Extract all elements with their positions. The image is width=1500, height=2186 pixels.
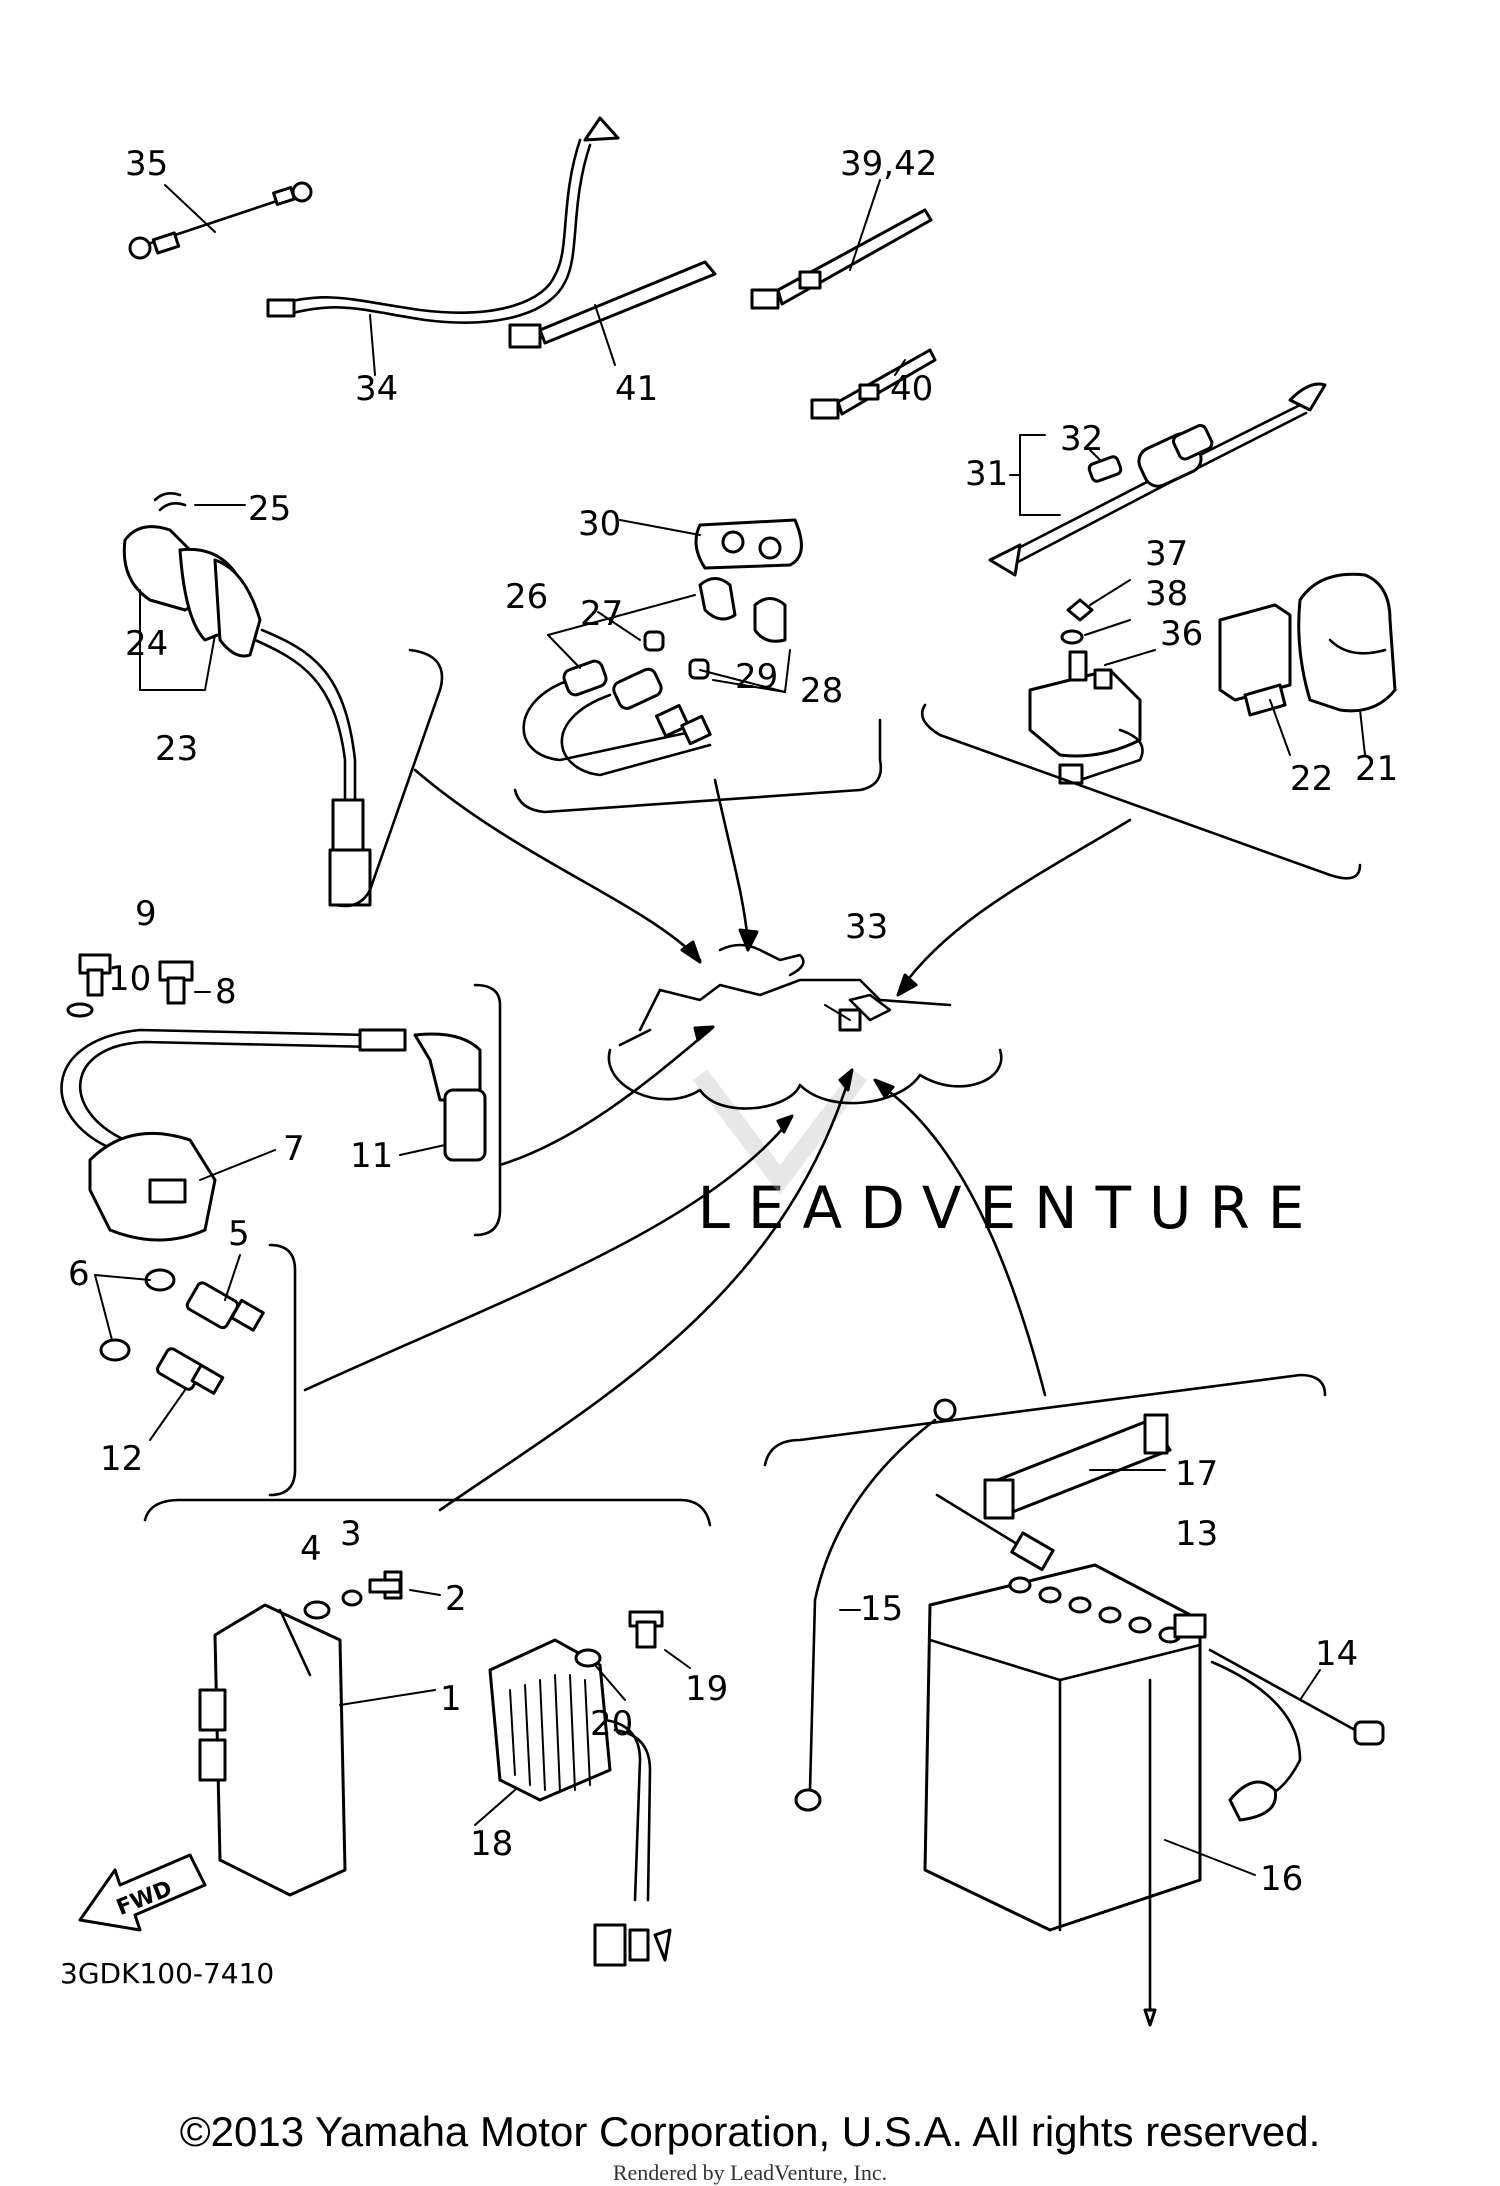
callout-3: 3: [340, 1514, 362, 1554]
callout-15: 15: [860, 1589, 903, 1629]
callout-6: 6: [68, 1254, 90, 1294]
part-6-washer: [99, 1338, 131, 1362]
callout-25: 25: [248, 489, 291, 529]
callout-2: 2: [445, 1579, 467, 1619]
callout-14: 14: [1315, 1634, 1358, 1674]
part-21-cover: [1297, 572, 1397, 713]
callout-24: 24: [125, 624, 168, 664]
callout-40: 40: [890, 369, 933, 409]
part-17-strap: [983, 1413, 1172, 1520]
callout-7: 7: [283, 1129, 305, 1169]
callout-32: 32: [1060, 419, 1103, 459]
part-4-washer: [303, 1600, 331, 1620]
callout-21: 21: [1355, 749, 1398, 789]
part-12-switch: [156, 1347, 225, 1395]
part-35-lead: [128, 181, 313, 260]
part-30-plate: [694, 518, 803, 570]
callout-27: 27: [580, 594, 623, 634]
part-31-switch-lead: [988, 382, 1327, 577]
part-36-starter-relay: [1028, 598, 1144, 785]
part-10-washer: [66, 1002, 94, 1018]
callout-11: 11: [350, 1136, 393, 1176]
part-7-ignition-coil: [60, 1028, 407, 1242]
callout-23: 23: [155, 729, 198, 769]
callout-33: 33: [845, 907, 888, 947]
callout-34: 34: [355, 369, 398, 409]
part-18-rectifier-regulator: [488, 1638, 672, 1967]
callout-22: 22: [1290, 759, 1333, 799]
callout-4: 4: [300, 1529, 322, 1569]
part-2-bolt: [368, 1570, 403, 1600]
callout-38: 38: [1145, 574, 1188, 614]
callout-5: 5: [228, 1214, 250, 1254]
callout-31: 31: [965, 454, 1008, 494]
part-15-negative-lead: [794, 1398, 1055, 1812]
callout-29: 29: [735, 657, 778, 697]
part-3-washer: [341, 1589, 363, 1607]
part-9-bolt: [78, 953, 112, 997]
callout-41: 41: [615, 369, 658, 409]
fwd-arrow: FWD: [78, 1853, 207, 1932]
callout-labels: 35 34 41 39,42 40 32 31 25 30 37 38 26 2…: [68, 144, 1398, 1899]
part-20-washer: [574, 1648, 602, 1668]
part-1-cdi-unit: [198, 1603, 347, 1897]
callout-26: 26: [505, 577, 548, 617]
drawing-code: 3GDK100-7410: [60, 1957, 275, 1990]
watermark: LEADVENTURE: [698, 1174, 1323, 1242]
callout-8: 8: [215, 972, 237, 1012]
rendered-by: Rendered by LeadVenture, Inc.: [612, 2160, 888, 2185]
part-11-plug-cap: [413, 1032, 487, 1162]
callout-13: 13: [1175, 1514, 1218, 1554]
pointer-arrows: [303, 768, 1132, 1512]
part-22-relay: [1218, 603, 1292, 717]
part-8-bolt: [158, 960, 194, 1005]
callout-28: 28: [800, 671, 843, 711]
copyright-notice: ©2013 Yamaha Motor Corporation, U.S.A. A…: [179, 2108, 1321, 2155]
callout-12: 12: [100, 1439, 143, 1479]
callout-10: 10: [108, 959, 151, 999]
callout-17: 17: [1175, 1454, 1218, 1494]
callout-36: 36: [1160, 614, 1203, 654]
part-34-lead: [266, 116, 620, 324]
watermark-logo: [692, 1069, 868, 1195]
part-41-cable-tie: [508, 260, 717, 349]
callout-35: 35: [125, 144, 168, 184]
part-26-sensor-lead: [522, 577, 787, 777]
callout-20: 20: [590, 1704, 633, 1744]
callout-18: 18: [470, 1824, 513, 1864]
callout-30: 30: [578, 504, 621, 544]
part-19-bolt: [628, 1610, 664, 1649]
part-23-lead-assembly: [122, 492, 372, 907]
part-5-switch: [144, 1268, 265, 1332]
part-39-42-cable-tie: [750, 208, 933, 310]
callout-19: 19: [685, 1669, 728, 1709]
callout-37: 37: [1145, 534, 1188, 574]
part-14-positive-lead: [1208, 1648, 1385, 1822]
callout-1: 1: [440, 1679, 462, 1719]
callout-9: 9: [135, 894, 157, 934]
part-16-battery: [923, 1563, 1207, 2027]
callout-39-42: 39,42: [840, 144, 937, 184]
vehicle-outline: [607, 943, 1003, 1110]
callout-16: 16: [1260, 1859, 1303, 1899]
